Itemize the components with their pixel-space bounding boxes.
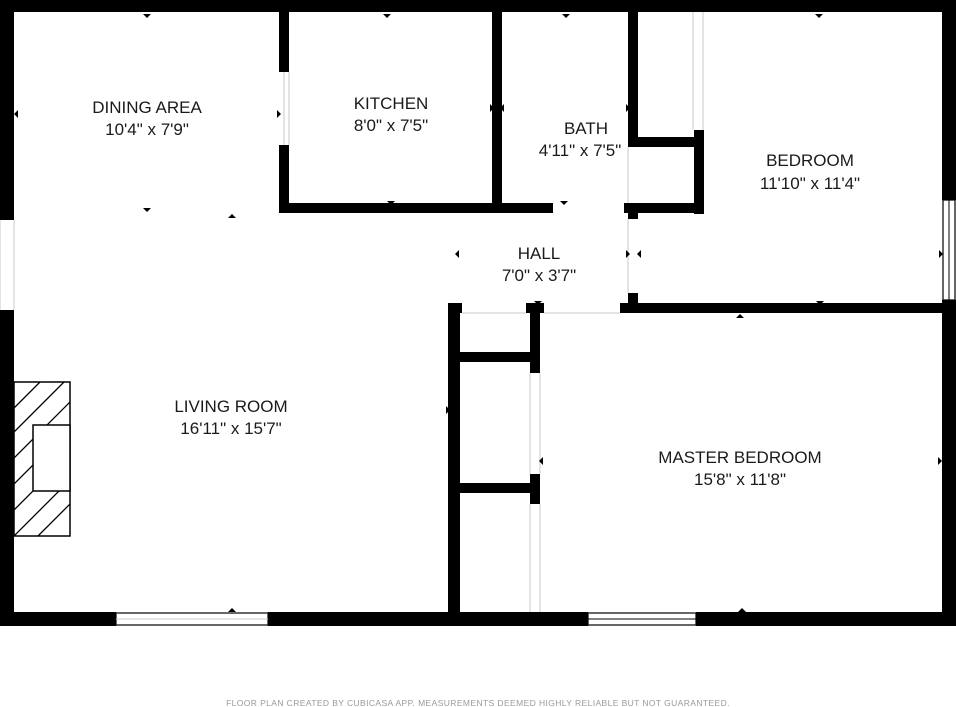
- room-dims-master: 15'8" x 11'8": [694, 470, 786, 489]
- room-name-hall: HALL: [518, 244, 561, 263]
- room-name-bath: BATH: [564, 119, 608, 138]
- room-label-bath: BATH 4'11" x 7'5": [539, 119, 622, 160]
- room-name-master: MASTER BEDROOM: [658, 448, 821, 467]
- room-label-bedroom: BEDROOM 11'10" x 11'4": [760, 151, 860, 193]
- room-dims-dining: 10'4" x 7'9": [105, 120, 189, 139]
- wall-outer-right-upper: [942, 0, 956, 200]
- room-label-kitchen: KITCHEN 8'0" x 7'5": [354, 94, 429, 135]
- room-name-kitchen: KITCHEN: [354, 94, 429, 113]
- wall-outer-bottom-a: [0, 612, 116, 626]
- room-dims-living: 16'11" x 15'7": [180, 419, 281, 438]
- footer-disclaimer: FLOOR PLAN CREATED BY CUBICASA APP. MEAS…: [226, 698, 730, 707]
- wall-outer-right-lower: [942, 300, 956, 626]
- room-name-dining: DINING AREA: [92, 98, 202, 117]
- wall-living-right: [448, 303, 460, 626]
- wall-kitchen-bottom: [279, 203, 553, 213]
- wall-closet-shelf-lower: [448, 483, 538, 493]
- room-name-living: LIVING ROOM: [174, 397, 287, 416]
- wall-kitchen-left-lower: [279, 145, 289, 213]
- wall-master-left-upper: [530, 303, 540, 373]
- wall-kitchen-left-upper: [279, 12, 289, 72]
- room-name-bedroom: BEDROOM: [766, 151, 854, 170]
- room-label-dining: DINING AREA 10'4" x 7'9": [92, 98, 202, 139]
- wall-closet-top: [628, 137, 704, 147]
- wall-closet-shelf-upper: [448, 352, 538, 362]
- fireplace-hearth: [32, 424, 71, 492]
- wall-closet-bottom: [624, 203, 704, 213]
- room-label-living: LIVING ROOM 16'11" x 15'7": [174, 397, 287, 438]
- wall-outer-left-upper: [0, 0, 14, 220]
- room-label-hall: HALL 7'0" x 3'7": [502, 244, 576, 285]
- room-dims-bath: 4'11" x 7'5": [539, 141, 622, 160]
- wall-outer-bottom-b: [268, 612, 588, 626]
- wall-bath-right: [628, 12, 638, 142]
- room-dims-kitchen: 8'0" x 7'5": [354, 116, 428, 135]
- wall-closet-right: [694, 130, 704, 214]
- fireplace: [13, 381, 71, 537]
- wall-outer-left-lower: [0, 310, 14, 626]
- windows: [115, 199, 956, 626]
- wall-kitchen-bath: [492, 12, 502, 213]
- room-label-master: MASTER BEDROOM 15'8" x 11'8": [658, 448, 821, 489]
- wall-bedroom-bottom: [620, 303, 956, 313]
- dimension-markers: [14, 14, 943, 612]
- walls: [0, 0, 956, 626]
- wall-outer-top: [0, 0, 956, 12]
- wall-outer-bottom-c: [696, 612, 956, 626]
- wall-closet-stub: [628, 203, 638, 219]
- room-dims-bedroom: 11'10" x 11'4": [760, 174, 860, 193]
- room-dims-hall: 7'0" x 3'7": [502, 266, 576, 285]
- wall-closet-top-left: [448, 303, 462, 313]
